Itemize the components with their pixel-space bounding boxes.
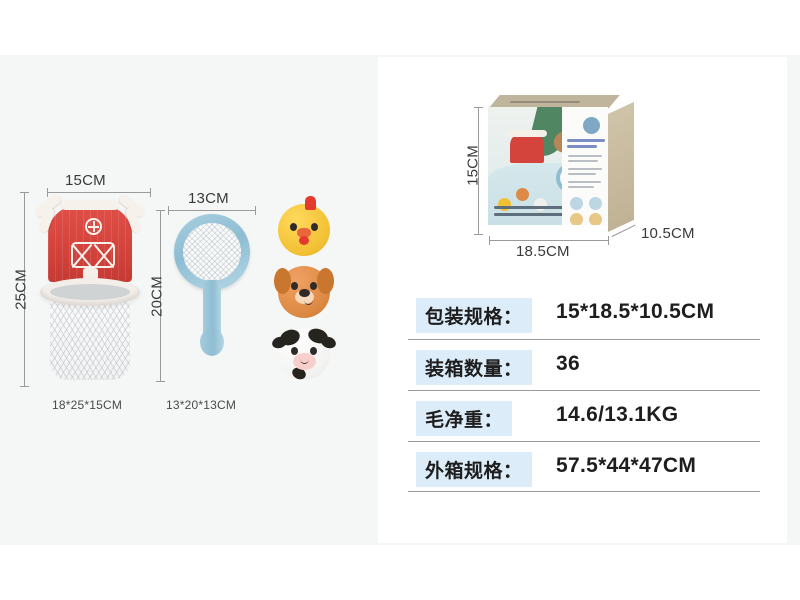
spec-key-packaging-size: 包装规格： [416, 298, 532, 333]
barn-height-dimension-line [24, 192, 25, 387]
cow-eye-left [291, 347, 298, 355]
cow-smile [300, 359, 309, 364]
scoop-net-ring [174, 214, 250, 290]
barn-window-icon [85, 218, 102, 235]
barn-width-label: 15CM [65, 172, 106, 189]
box-width-tick-left [489, 236, 490, 245]
spec-key-outer-carton-size: 外箱规格： [416, 452, 532, 487]
box-width-tick-right [608, 236, 609, 245]
table-row: 外箱规格： 57.5*44*47CM [408, 441, 760, 492]
table-row: 包装规格： 15*18.5*10.5CM [408, 288, 760, 339]
chicken-eye-left [290, 223, 297, 231]
table-row: 装箱数量： 36 [408, 339, 760, 390]
panel-headline-line2 [567, 145, 597, 148]
cow-ball-illustration [270, 326, 338, 382]
specification-table: 包装规格： 15*18.5*10.5CM 装箱数量： 36 毛净重： 14.6/… [408, 288, 760, 492]
scoop-width-label: 13CM [188, 190, 229, 207]
barn-width-tick-right [150, 188, 151, 197]
scoop-net-handle [200, 280, 224, 356]
chicken-ball-illustration [278, 196, 330, 256]
scoop-width-tick-left [168, 206, 169, 215]
feature-icon-2 [589, 197, 602, 210]
box-width-label: 18.5CM [516, 243, 570, 260]
feature-icon-3 [570, 213, 583, 225]
age-badge-icon [583, 117, 600, 134]
chicken-wattle [299, 236, 309, 245]
spec-key-carton-quantity: 装箱数量： [416, 350, 532, 385]
package-box-product-title-line2 [494, 213, 564, 216]
scoop-height-label: 20CM [148, 276, 166, 317]
dog-nose [299, 289, 310, 297]
package-box-ball-cow [534, 198, 547, 211]
package-box-ball-dog [516, 188, 529, 201]
chicken-eye-right [311, 223, 318, 231]
package-box-side-face [608, 101, 634, 232]
cow-eye-right [310, 347, 317, 355]
hoop-ring [40, 278, 140, 306]
barn-width-tick-left [47, 188, 48, 197]
package-box-illustration [488, 95, 648, 235]
barn-roof-ridge [60, 200, 120, 210]
panel-headline-line1 [567, 139, 605, 142]
box-height-tick-bottom [474, 234, 483, 235]
package-box-ball-chicken [498, 198, 511, 211]
package-box-front-face [488, 107, 608, 225]
scoop-height-tick-bottom [156, 381, 165, 382]
dog-eye-left [291, 282, 298, 290]
scoop-height-dimension-line [160, 210, 161, 382]
dog-ball-illustration [274, 266, 334, 318]
scoop-size-caption: 13*20*13CM [166, 398, 237, 412]
scoop-width-tick-right [255, 206, 256, 215]
barn-width-dimension-line [47, 192, 151, 193]
feature-icon-1 [570, 197, 583, 210]
package-box-product-title-line1 [494, 206, 576, 209]
scoop-net-mesh [183, 223, 241, 281]
package-box-barn-graphic [507, 130, 547, 163]
scoop-net-illustration [172, 214, 252, 379]
box-height-tick-top [474, 107, 483, 108]
barn-size-caption: 18*25*15CM [52, 398, 123, 412]
feature-icon-4 [589, 213, 602, 225]
spec-value-packaging-size: 15*18.5*10.5CM [556, 300, 715, 323]
scoop-height-tick-top [156, 210, 165, 211]
dog-ear-left [274, 268, 291, 294]
box-height-dimension-line [478, 107, 479, 235]
chicken-beak [297, 228, 311, 238]
spec-key-gross-net-weight: 毛净重： [416, 401, 513, 436]
barn-height-label: 25CM [12, 269, 30, 310]
barn-height-tick-top [20, 192, 29, 193]
box-height-label: 15CM [464, 145, 482, 186]
box-depth-label: 10.5CM [641, 225, 695, 242]
dog-smile [304, 300, 313, 305]
dog-ear-right [317, 268, 334, 294]
spec-value-carton-quantity: 36 [556, 352, 580, 375]
spec-value-gross-net-weight: 14.6/13.1KG [556, 403, 679, 426]
barn-height-tick-bottom [20, 386, 29, 387]
package-box-info-panel [562, 107, 608, 225]
box-width-dimension-line [489, 240, 609, 241]
dog-eye-right [310, 282, 317, 290]
basketball-hoop-barn-illustration [30, 192, 150, 381]
table-row: 毛净重： 14.6/13.1KG [408, 390, 760, 441]
chicken-comb [305, 196, 316, 210]
barn-door [71, 242, 115, 269]
scoop-width-dimension-line [168, 210, 256, 211]
spec-value-outer-carton-size: 57.5*44*47CM [556, 454, 697, 477]
